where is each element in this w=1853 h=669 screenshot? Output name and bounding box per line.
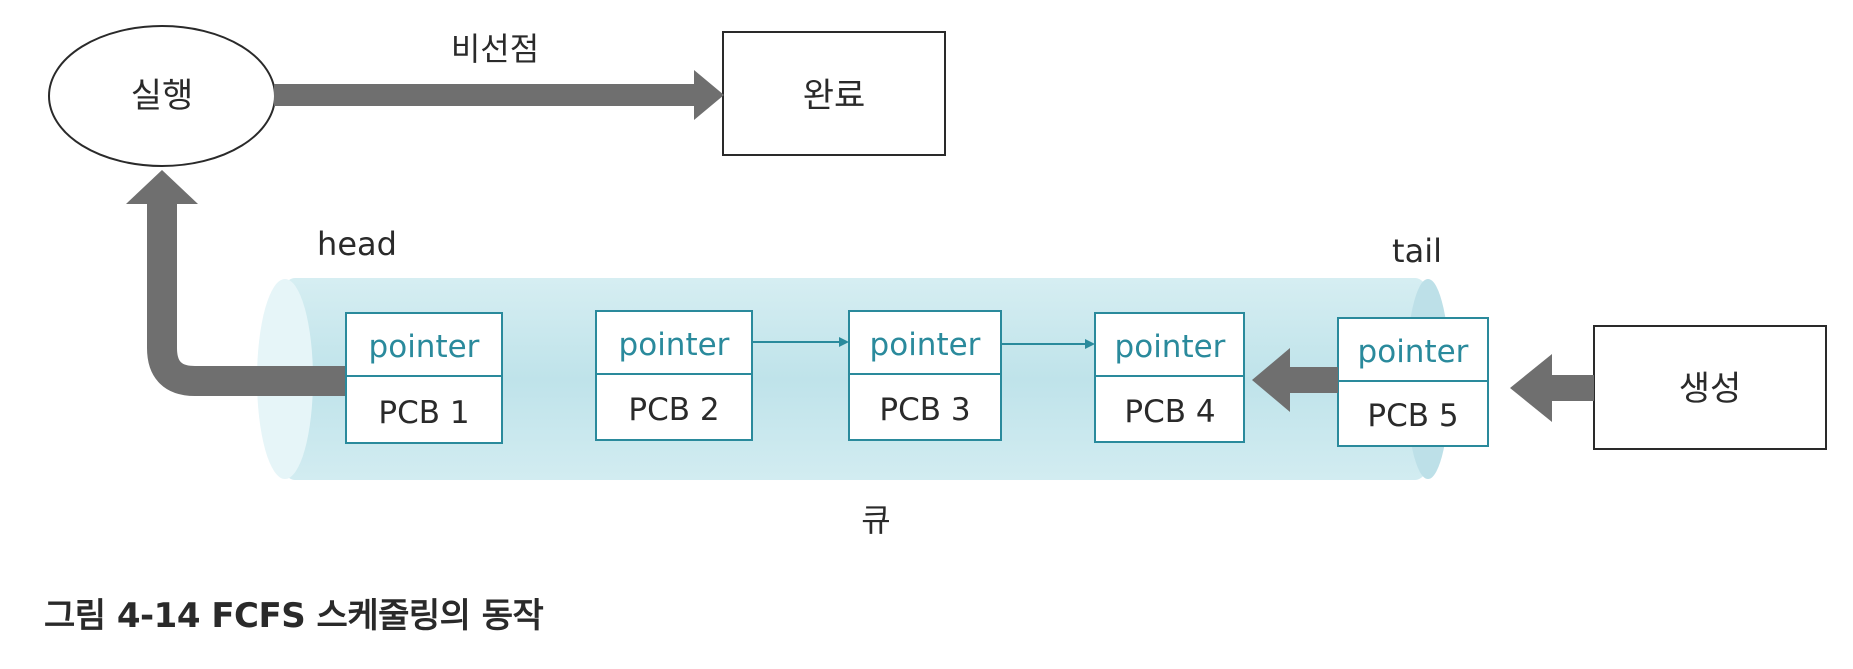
pcb-pointer-label: pointer xyxy=(1358,334,1469,370)
pcb-node-5: pointer PCB 5 xyxy=(1337,317,1489,447)
pcb-pointer-label: pointer xyxy=(870,327,981,363)
create-label: 생성 xyxy=(1679,369,1742,409)
running-state-node: 실행 xyxy=(48,25,276,167)
pcb-name-label: PCB 3 xyxy=(879,392,970,428)
running-to-done-arrow xyxy=(274,70,724,120)
pcb-name-label: PCB 1 xyxy=(378,395,469,431)
tail-label: tail xyxy=(1392,232,1442,270)
non-preemptive-label: 비선점 xyxy=(451,30,539,68)
queue-label: 큐 xyxy=(861,501,890,539)
pcb-name-label: PCB 5 xyxy=(1367,398,1458,434)
pcb-node-1: pointer PCB 1 xyxy=(345,312,503,444)
pcb-name-label: PCB 2 xyxy=(628,392,719,428)
enqueue-link-arrow xyxy=(1252,348,1338,412)
pcb-node-4: pointer PCB 4 xyxy=(1094,312,1245,443)
pcb-pointer-label: pointer xyxy=(619,327,730,363)
create-to-tail-arrow xyxy=(1510,354,1594,422)
figure-caption: 그림 4-14 FCFS 스케줄링의 동작 xyxy=(44,596,544,636)
dispatch-arrow xyxy=(126,170,345,396)
pcb-node-3: pointer PCB 3 xyxy=(848,310,1002,441)
done-label: 완료 xyxy=(803,76,866,116)
pcb-pointer-label: pointer xyxy=(369,329,480,365)
done-state-node: 완료 xyxy=(722,31,946,156)
pcb-pointer-label: pointer xyxy=(1115,329,1226,365)
running-label: 실행 xyxy=(131,76,194,116)
head-label: head xyxy=(317,225,397,263)
create-state-node: 생성 xyxy=(1593,325,1827,450)
pcb-name-label: PCB 4 xyxy=(1124,394,1215,430)
pcb-node-2: pointer PCB 2 xyxy=(595,310,753,441)
